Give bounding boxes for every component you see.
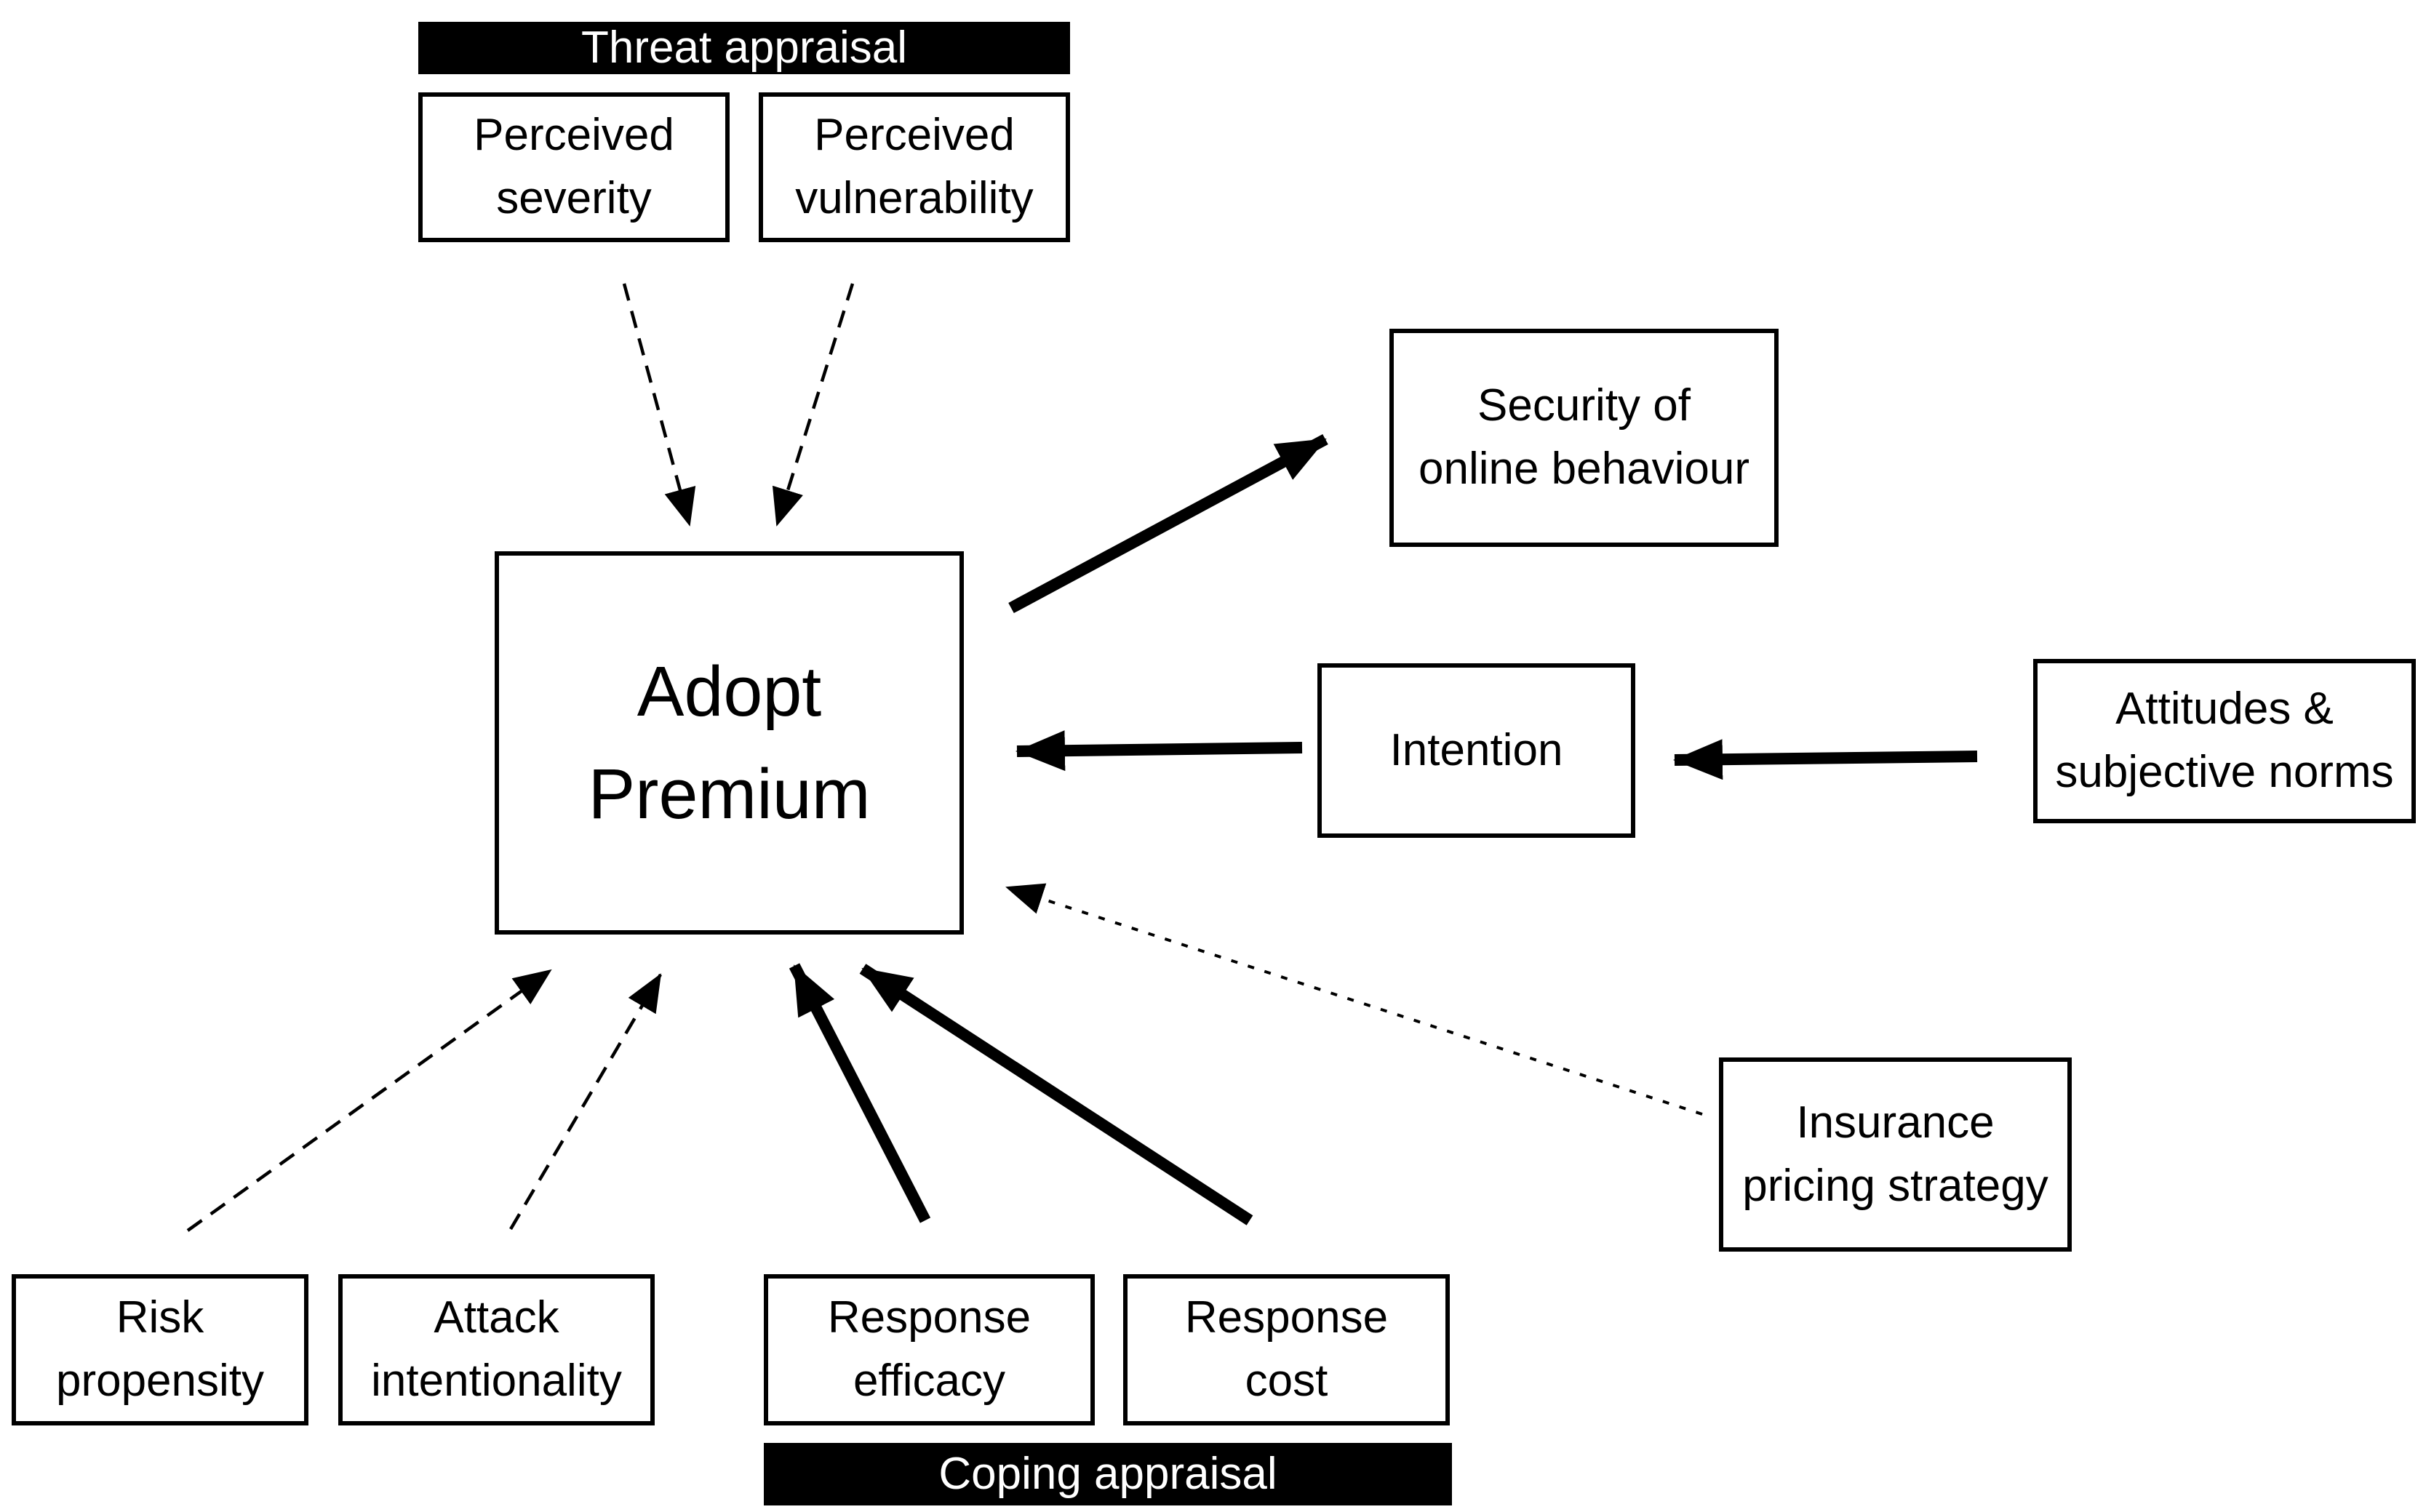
node-intention-label: Intention xyxy=(1389,724,1563,775)
node-security-of-online-behaviour-label: Security of online behaviour xyxy=(1418,380,1749,494)
node-security-of-online-behaviour: Security of online behaviour xyxy=(1389,329,1779,547)
node-response-cost-label: Response cost xyxy=(1184,1292,1389,1406)
node-perceived-vulnerability: Perceived vulnerability xyxy=(759,92,1070,242)
node-response-efficacy: Response efficacy xyxy=(764,1274,1095,1425)
edge-attitudes-to-intention xyxy=(1673,739,1978,780)
node-insurance-pricing-strategy-label: Insurance pricing strategy xyxy=(1742,1097,2048,1211)
edge-risk-propensity-to-adopt-premium xyxy=(186,969,552,1232)
edge-response-efficacy-to-adopt-premium xyxy=(789,963,931,1223)
coping-appraisal-label: Coping appraisal xyxy=(938,1449,1277,1499)
node-response-cost: Response cost xyxy=(1123,1274,1450,1425)
coping-appraisal-bar: Coping appraisal xyxy=(764,1443,1452,1505)
node-attack-intentionality: Attack intentionality xyxy=(338,1274,655,1425)
node-intention: Intention xyxy=(1317,663,1635,838)
node-risk-propensity: Risk propensity xyxy=(12,1274,308,1425)
node-perceived-severity-label: Perceived severity xyxy=(474,110,674,223)
node-adopt-premium: Adopt Premium xyxy=(495,551,964,935)
node-adopt-premium-label: Adopt Premium xyxy=(588,651,871,833)
edge-response-cost-to-adopt-premium xyxy=(859,964,1253,1225)
edge-adopt-premium-to-security-of-online-behaviour xyxy=(1008,433,1328,614)
node-risk-propensity-label: Risk propensity xyxy=(55,1292,265,1406)
node-attitudes-subjective-norms-label: Attitudes & subjective norms xyxy=(2055,684,2394,797)
threat-appraisal-label: Threat appraisal xyxy=(580,23,908,73)
edge-attack-intentionality-to-adopt-premium xyxy=(509,973,662,1231)
node-attitudes-subjective-norms: Attitudes & subjective norms xyxy=(2033,659,2416,823)
node-perceived-vulnerability-label: Perceived vulnerability xyxy=(795,110,1034,223)
node-attack-intentionality-label: Attack intentionality xyxy=(371,1292,622,1406)
node-response-efficacy-label: Response efficacy xyxy=(827,1292,1032,1406)
edge-perceived-vulnerability-to-adopt-premium xyxy=(772,283,855,527)
node-insurance-pricing-strategy: Insurance pricing strategy xyxy=(1719,1057,2072,1252)
node-perceived-severity: Perceived severity xyxy=(418,92,730,242)
threat-appraisal-bar: Threat appraisal xyxy=(418,22,1070,74)
edge-insurance-pricing-strategy-to-adopt-premium xyxy=(1005,883,1703,1116)
edge-intention-to-adopt-premium xyxy=(1016,730,1303,772)
edge-perceived-severity-to-adopt-premium xyxy=(622,283,696,527)
